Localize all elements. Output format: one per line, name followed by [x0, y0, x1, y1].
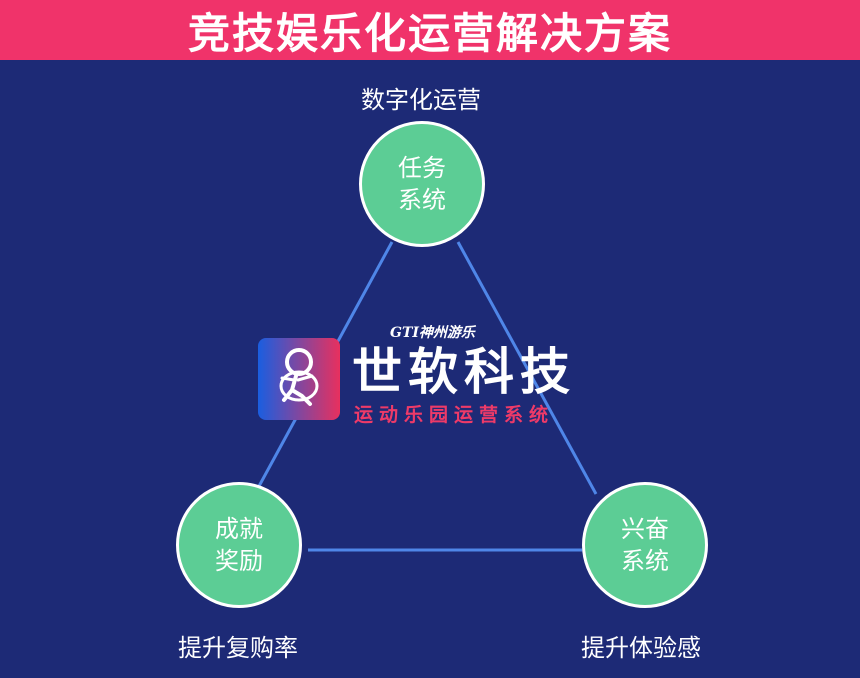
- logo-tagline: 运动乐园运营系统: [354, 404, 555, 426]
- node-achievement-reward: 成就 奖励: [176, 482, 302, 608]
- bottom-right-label: 提升体验感: [581, 634, 701, 662]
- top-label: 数字化运营: [361, 86, 481, 114]
- connector-top-right: [456, 241, 598, 495]
- node-achievement-line2: 奖励: [215, 547, 263, 575]
- page-title: 竞技娱乐化运营解决方案: [187, 8, 672, 58]
- logo-mark: GTI神州游乐: [390, 325, 475, 341]
- runner-with-ring-icon: [279, 348, 319, 406]
- node-achievement-line1: 成就: [215, 515, 263, 543]
- node-task-line2: 系统: [398, 186, 446, 214]
- node-excitement-system: 兴奋 系统: [582, 482, 708, 608]
- node-excitement-line2: 系统: [621, 547, 669, 575]
- node-task-line1: 任务: [398, 154, 446, 182]
- node-excitement-line1: 兴奋: [621, 515, 669, 543]
- node-task-system: 任务 系统: [359, 121, 485, 247]
- logo-icon: [258, 338, 340, 420]
- title-bar: 竞技娱乐化运营解决方案: [0, 0, 860, 60]
- logo-name: 世软科技: [352, 343, 576, 401]
- bottom-left-label: 提升复购率: [178, 634, 298, 662]
